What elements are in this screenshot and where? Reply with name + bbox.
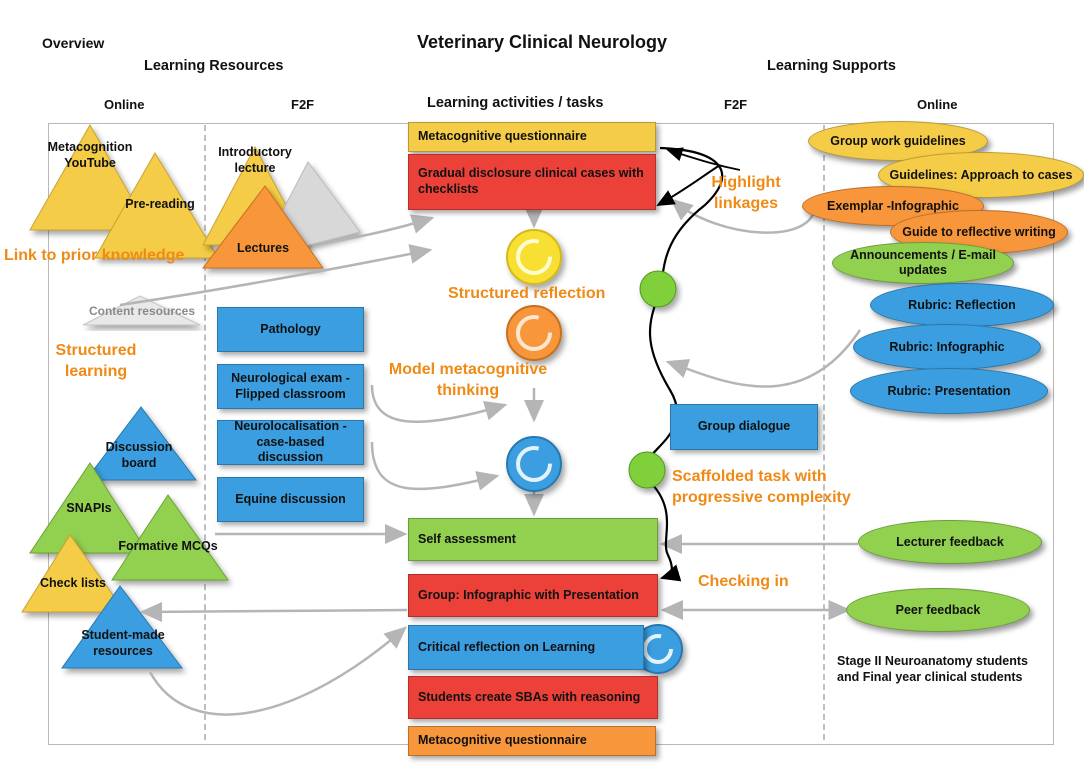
checkpoint-dot-lower [628, 451, 666, 489]
arrow-prior-knowledge [119, 244, 433, 307]
rubric-infographic: Rubric: Infographic [853, 324, 1041, 370]
link-prior-knowledge-annotation: Link to prior knowledge [4, 247, 185, 264]
student-made-resources-label: Student-made resources [81, 628, 165, 658]
pathology-box: Pathology [217, 307, 364, 352]
discussion-board-label: Discussion board [105, 440, 173, 470]
column-online-left: Online [104, 97, 145, 112]
gradual-disclosure-box: Gradual disclosure clinical cases with c… [408, 154, 656, 210]
model-metacognitive-annotation: Model metacognitive thinking [388, 361, 548, 399]
column-f2f-left: F2F [291, 97, 315, 112]
checkpoint-dot-upper [639, 270, 677, 308]
rubric-reflection: Rubric: Reflection [870, 283, 1054, 327]
metacognition-youtube-label: Metacognition YouTube [47, 140, 133, 170]
arrow-rubrics-to-center [665, 329, 862, 388]
triangle-snapis [29, 462, 149, 554]
arrow-student-to-critical [148, 626, 407, 716]
group-dialogue-box: Group dialogue [670, 404, 818, 450]
triangle-checklists [21, 534, 126, 613]
critical-reflection-box: Critical reflection on Learning [408, 625, 644, 670]
triangle-student-made [61, 585, 184, 669]
arrow-neurolocalisation [370, 441, 500, 491]
prereading-label: Pre-reading [125, 197, 195, 211]
content-resources-label: Content resources [88, 304, 196, 318]
formative-mcqs-label: Formative MCQs [118, 539, 218, 553]
column-activities: Learning activities / tasks [427, 95, 604, 111]
learning-resources-header: Learning Resources [144, 58, 284, 74]
arrow-highlight-pointer [666, 147, 741, 171]
learning-supports-header: Learning Supports [767, 58, 896, 74]
rubric-presentation: Rubric: Presentation [850, 368, 1048, 414]
neurolocalisation-box: Neurolocalisation - case-based discussio… [217, 419, 364, 465]
column-f2f-right: F2F [724, 97, 748, 112]
checking-in-annotation: Checking in [698, 573, 789, 590]
introductory-lecture-label: Introductory lecture [218, 145, 292, 175]
neurological-exam-box: Neurological exam - Flipped classroom [217, 364, 364, 409]
arrow-infographic-to-student [139, 601, 408, 622]
lectures-label: Lectures [236, 241, 290, 255]
check-lists-label: Check lists [39, 576, 106, 590]
column-divider-left [204, 125, 206, 740]
metacognitive-questionnaire-bottom: Metacognitive questionnaire [408, 726, 656, 756]
peer-feedback: Peer feedback [846, 588, 1030, 632]
triangle-prereading [94, 152, 219, 259]
linkage-wave [642, 146, 724, 582]
triangle-formative [111, 494, 229, 581]
cycle-icon-blue [506, 436, 562, 492]
cycle-icon-orange [506, 305, 562, 361]
cohort-footnote: Stage II Neuroanatomy students and Final… [837, 654, 1029, 685]
triangle-metacognition [29, 123, 151, 231]
arrow-lectures-to-cases [324, 214, 435, 245]
structured-learning-annotation: Structured learning [55, 342, 137, 380]
linkage-arrow-upper [656, 164, 721, 206]
self-assessment-box: Self assessment [408, 518, 658, 561]
arrow-supports-to-cases [670, 198, 817, 234]
triangle-discussion [84, 406, 198, 481]
announcements-email: Announcements / E-mail updates [832, 242, 1014, 284]
equine-discussion-box: Equine discussion [217, 477, 364, 522]
highlight-linkages-annotation: Highlight linkages [711, 174, 781, 212]
page-title: Veterinary Clinical Neurology [416, 32, 668, 52]
arrow-neuro-exam [370, 384, 508, 424]
scaffolded-task-annotation: Scaffolded task with progressive complex… [672, 468, 851, 506]
metacognitive-questionnaire-top: Metacognitive questionnaire [408, 122, 656, 152]
lecturer-feedback: Lecturer feedback [858, 520, 1042, 564]
column-divider-right [823, 125, 825, 740]
overview-label: Overview [42, 35, 105, 51]
column-online-right: Online [917, 97, 958, 112]
students-create-sbas-box: Students create SBAs with reasoning [408, 676, 658, 719]
triangle-content [82, 295, 201, 326]
cycle-icon-yellow [506, 229, 562, 285]
snapis-label: SNAPIs [66, 501, 112, 515]
group-infographic-box: Group: Infographic with Presentation [408, 574, 658, 617]
triangle-lectures [201, 185, 324, 269]
structured-reflection-annotation: Structured reflection [448, 285, 606, 302]
